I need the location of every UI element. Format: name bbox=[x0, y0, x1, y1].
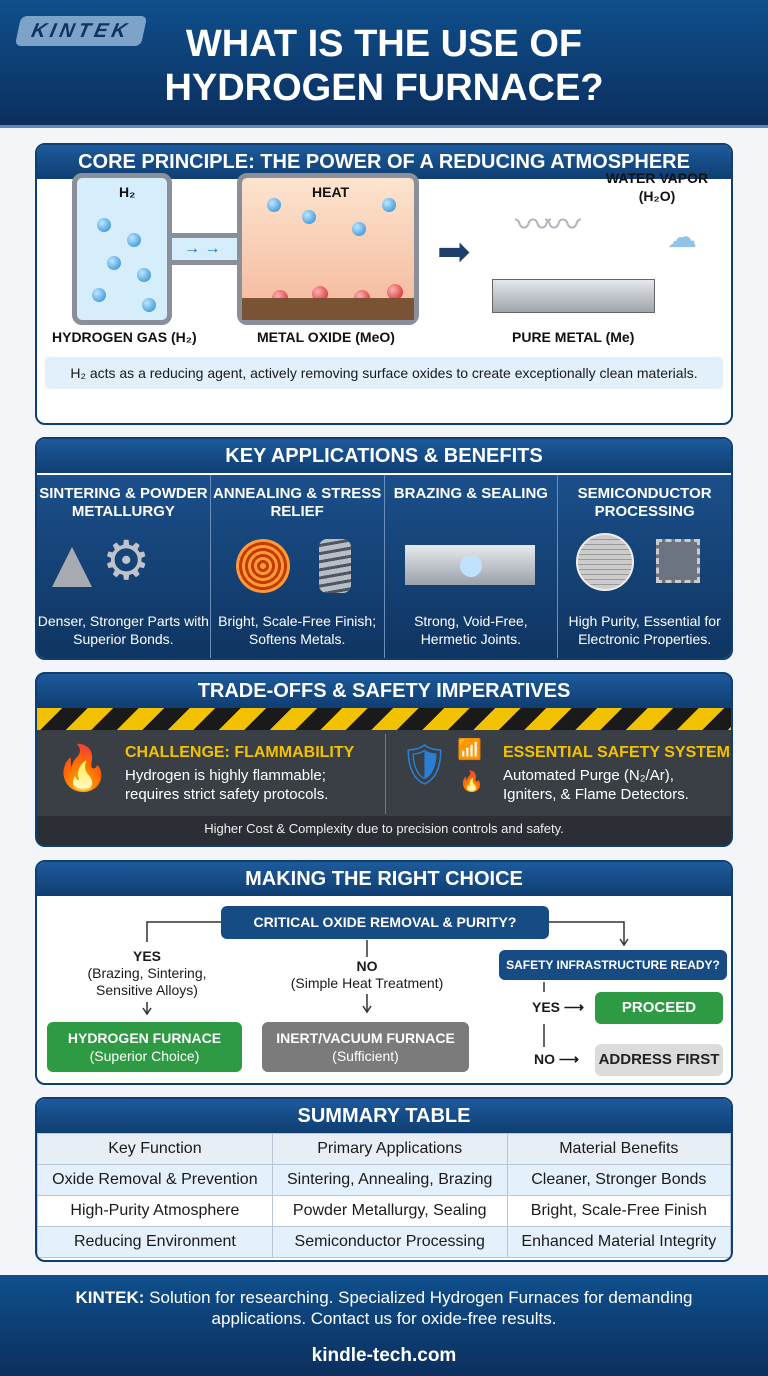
hydrogen-furnace-sub: (Superior Choice) bbox=[89, 1048, 200, 1064]
footer: KINTEK: Solution for researching. Specia… bbox=[0, 1275, 768, 1376]
principle-note: H₂ acts as a reducing agent, actively re… bbox=[45, 357, 723, 389]
hydrogen-gas-caption: HYDROGEN GAS (H₂) bbox=[52, 329, 197, 345]
table-cell: Enhanced Material Integrity bbox=[506, 1226, 731, 1258]
header: KINTEK WHAT IS THE USE OF HYDROGEN FURNA… bbox=[0, 0, 768, 128]
arrow-icon: ⟶ bbox=[563, 999, 584, 1015]
application-title: ANNEALING & STRESS RELIEF bbox=[212, 485, 382, 520]
table-cell: Sintering, Annealing, Brazing bbox=[271, 1164, 508, 1196]
flame-icon: 🔥 bbox=[55, 744, 110, 793]
decision-section: MAKING THE RIGHT CHOICE CRITICAL OXIDE R… bbox=[35, 860, 733, 1085]
furnace-chamber: HEAT bbox=[237, 173, 419, 325]
heat-label: HEAT bbox=[312, 184, 350, 200]
no-label: NO bbox=[356, 958, 378, 974]
challenge-title: CHALLENGE: FLAMMABILITY bbox=[125, 744, 355, 761]
hydrogen-furnace-node: HYDROGEN FURNACE (Superior Choice) bbox=[47, 1022, 242, 1072]
safety-question-node: SAFETY INFRASTRUCTURE READY? bbox=[499, 950, 727, 980]
pure-metal-caption: PURE METAL (Me) bbox=[512, 329, 635, 345]
brazed-joint-icon bbox=[404, 545, 535, 585]
application-semiconductor: SEMICONDUCTOR PROCESSING High Purity, Ess… bbox=[558, 475, 731, 658]
arrow-right-icon: ➡ bbox=[437, 230, 471, 274]
address-first-node: ADDRESS FIRST bbox=[595, 1044, 723, 1076]
table-cell: Semiconductor Processing bbox=[271, 1226, 508, 1258]
table-cell: Powder Metallurgy, Sealing bbox=[271, 1195, 508, 1227]
application-title: BRAZING & SEALING bbox=[393, 485, 548, 502]
core-principle-section: CORE PRINCIPLE: THE POWER OF A REDUCING … bbox=[35, 143, 733, 425]
powder-icon bbox=[52, 547, 92, 587]
spring-icon bbox=[318, 539, 351, 593]
oxide-layer bbox=[242, 298, 414, 320]
inert-furnace-sub: (Sufficient) bbox=[332, 1048, 399, 1064]
yes-label: YES bbox=[132, 948, 161, 964]
small-flame-icon: 🔥 bbox=[459, 771, 484, 793]
column-header: Key Function bbox=[37, 1133, 273, 1165]
safety-no-label: NO bbox=[534, 1051, 555, 1067]
section-title: MAKING THE RIGHT CHOICE bbox=[37, 862, 731, 896]
page-title: WHAT IS THE USE OF HYDROGEN FURNACE? bbox=[164, 23, 604, 109]
water-vapor-label: WATER VAPOR (H₂O) bbox=[605, 170, 709, 204]
application-desc: Strong, Void-Free, Hermetic Joints. bbox=[414, 613, 528, 647]
section-title: TRADE-OFFS & SAFETY IMPERATIVES bbox=[37, 674, 731, 708]
pure-metal-bar bbox=[492, 279, 655, 313]
gear-icon: ⚙ bbox=[102, 531, 151, 591]
safety-desc: Automated Purge (N₂/Ar), Igniters, & Fla… bbox=[503, 767, 689, 803]
hot-coil-icon bbox=[235, 539, 290, 593]
table-cell: Oxide Removal & Prevention bbox=[37, 1164, 273, 1196]
table-cell: Bright, Scale-Free Finish bbox=[506, 1195, 731, 1227]
applications-section: KEY APPLICATIONS & BENEFITS SINTERING & … bbox=[35, 437, 733, 660]
application-annealing: ANNEALING & STRESS RELIEF Bright, Scale-F… bbox=[211, 475, 385, 658]
wafer-icon bbox=[576, 533, 635, 591]
hazard-stripe bbox=[37, 708, 731, 730]
flow-connectors bbox=[142, 921, 629, 1047]
safety-title: ESSENTIAL SAFETY SYSTEMS bbox=[503, 744, 733, 761]
application-desc: High Purity, Essential for Electronic Pr… bbox=[568, 613, 721, 647]
arrow-icon: ⟶ bbox=[558, 1051, 579, 1067]
metal-oxide-caption: METAL OXIDE (MeO) bbox=[257, 329, 395, 345]
application-title: SEMICONDUCTOR PROCESSING bbox=[577, 485, 712, 520]
question-node: CRITICAL OXIDE REMOVAL & PURITY? bbox=[221, 906, 549, 939]
vapor-cloud-icon: ☁ bbox=[667, 221, 697, 254]
proceed-node: PROCEED bbox=[595, 992, 723, 1024]
table-cell: Cleaner, Stronger Bonds bbox=[506, 1164, 731, 1196]
yes-detail: (Brazing, Sintering, Sensitive Alloys) bbox=[87, 965, 207, 998]
application-sintering: SINTERING & POWDER METALLURGY ⚙ Denser, St… bbox=[37, 475, 211, 658]
application-brazing: BRAZING & SEALING Strong, Void-Free, Herm… bbox=[385, 475, 559, 658]
challenge-desc: Hydrogen is highly flammable; requires s… bbox=[125, 767, 329, 803]
application-title: SINTERING & POWDER METALLURGY bbox=[39, 485, 208, 520]
h2-label: H₂ bbox=[119, 184, 136, 200]
application-desc: Bright, Scale-Free Finish; Softens Metal… bbox=[218, 613, 377, 647]
tradeoffs-footer: Higher Cost & Complexity due to precisio… bbox=[204, 821, 564, 836]
chip-icon bbox=[656, 539, 701, 583]
steam-icon: 〰〰 bbox=[515, 204, 581, 245]
inert-furnace-title: INERT/VACUUM FURNACE bbox=[276, 1030, 455, 1046]
column-header: Primary Applications bbox=[271, 1133, 508, 1165]
footer-brand: KINTEK: bbox=[75, 1288, 145, 1307]
section-title: KEY APPLICATIONS & BENEFITS bbox=[37, 439, 731, 473]
no-detail: (Simple Heat Treatment) bbox=[290, 975, 444, 991]
footer-text: Solution for researching. Specialized Hy… bbox=[144, 1288, 693, 1328]
table-cell: Reducing Environment bbox=[37, 1226, 273, 1258]
safety-yes-label: YES bbox=[532, 999, 561, 1015]
inert-furnace-node: INERT/VACUUM FURNACE (Sufficient) bbox=[262, 1022, 469, 1072]
tradeoffs-section: TRADE-OFFS & SAFETY IMPERATIVES 🔥 CHALLE… bbox=[35, 672, 733, 847]
hydrogen-furnace-title: HYDROGEN FURNACE bbox=[67, 1030, 222, 1046]
column-header: Material Benefits bbox=[506, 1133, 731, 1165]
application-desc: Denser, Stronger Parts with Superior Bon… bbox=[37, 613, 209, 647]
footer-link[interactable]: kindle-tech.com bbox=[311, 1345, 457, 1366]
connecting-pipe: → → bbox=[172, 233, 242, 265]
table-cell: High-Purity Atmosphere bbox=[37, 1195, 273, 1227]
hydrogen-chamber: H₂ bbox=[72, 173, 172, 325]
wifi-sensor-icon: 📶 bbox=[457, 739, 482, 761]
shield-check-icon: 🛡 bbox=[399, 743, 450, 787]
flow-arrows-icon: → → bbox=[184, 240, 221, 257]
section-title: SUMMARY TABLE bbox=[37, 1099, 731, 1133]
